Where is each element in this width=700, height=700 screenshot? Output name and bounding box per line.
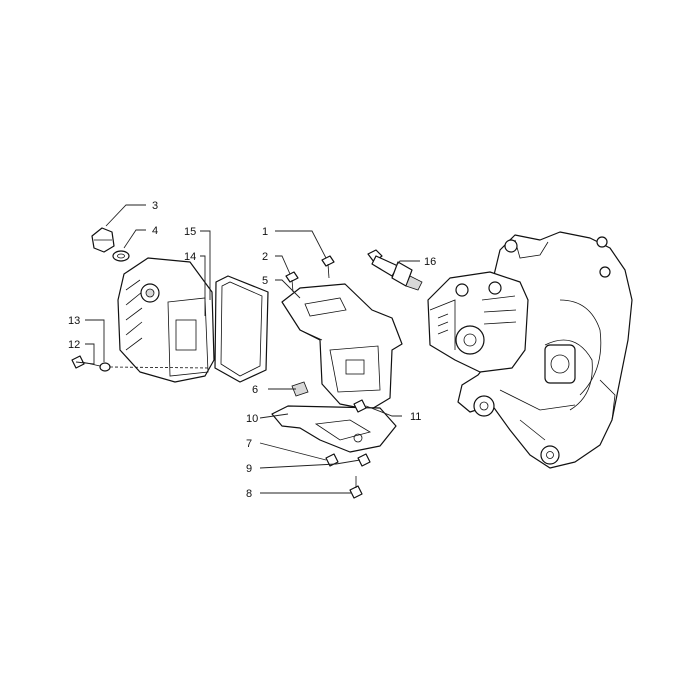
oil-cap [91, 227, 115, 253]
callout-8: 8 [246, 488, 252, 500]
valve-cover [117, 257, 215, 383]
leader-lines [75, 204, 420, 494]
screw-7 [325, 453, 339, 467]
callout-4: 4 [152, 225, 158, 237]
screw-9 [357, 453, 371, 467]
callout-5: 5 [262, 275, 268, 287]
callout-7: 7 [246, 438, 252, 450]
callout-10: 10 [246, 413, 258, 425]
washer-13 [99, 362, 111, 372]
engine-block [427, 231, 633, 469]
callout-14: 14 [184, 251, 196, 263]
callout-12: 12 [68, 339, 80, 351]
callout-16: 16 [424, 256, 436, 268]
spark-plug [367, 249, 423, 291]
cover-gasket [214, 275, 269, 383]
nut-11 [353, 399, 367, 413]
head-shroud [281, 283, 403, 411]
screw-2 [285, 271, 299, 293]
callout-15: 15 [184, 226, 196, 238]
callout-13: 13 [68, 315, 80, 327]
clip-6 [291, 381, 309, 397]
screw-8 [349, 476, 363, 499]
callout-9: 9 [246, 463, 252, 475]
callout-2: 2 [262, 251, 268, 263]
washer [112, 250, 130, 262]
callout-1: 1 [262, 226, 268, 238]
callout-6: 6 [252, 384, 258, 396]
screw-1 [321, 255, 335, 279]
callout-3: 3 [152, 200, 158, 212]
callout-labels: 3 4 15 14 1 2 5 16 13 12 6 10 11 7 9 8 [68, 200, 436, 500]
callout-11: 11 [410, 411, 421, 423]
deflector-plate [271, 405, 397, 453]
